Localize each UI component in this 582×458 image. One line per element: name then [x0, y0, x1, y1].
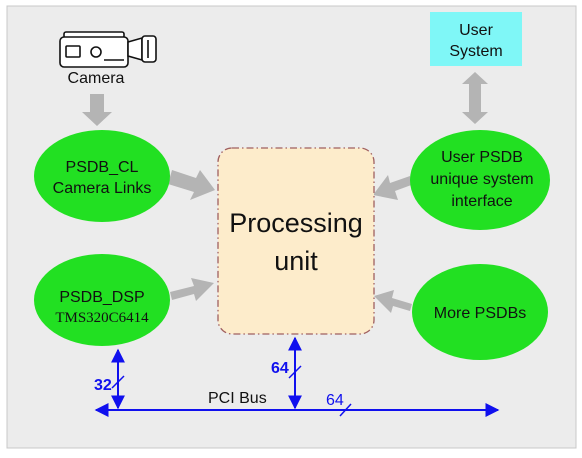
psdb-cl-label-line1: PSDB_CL: [66, 159, 139, 176]
processing-unit-label-line2: unit: [274, 246, 318, 276]
bus-width-slash-bus: [339, 403, 352, 417]
user-psdb-node: [410, 130, 550, 230]
video-camera-icon: [59, 31, 157, 68]
user-system-box: [430, 12, 522, 66]
arrow-user-psdb-to-processing: [373, 175, 414, 200]
data-flow-arrows: [82, 72, 488, 313]
bus-width-processing: 64: [271, 360, 289, 377]
pci-bus: [94, 336, 500, 417]
bus-width-dsp: 32: [94, 377, 112, 394]
psdb-dsp-label-line2: TMS320C6414: [55, 310, 149, 326]
user-psdb-label-line2: unique system: [430, 171, 533, 188]
user-psdb-label-line3: interface: [451, 193, 512, 210]
arrow-psdb-cl-to-processing: [168, 170, 215, 200]
processing-unit-label-line1: Processing: [229, 208, 363, 238]
pci-bus-label: PCI Bus: [208, 390, 267, 407]
processing-unit-box: [217, 147, 375, 335]
bus-width-slash-dsp: [111, 375, 125, 389]
more-psdbs-label: More PSDBs: [434, 305, 526, 322]
bus-width-bus: 64: [326, 392, 344, 409]
arrow-more-psdbs-to-processing: [374, 290, 412, 313]
bus-width-slash-processing: [288, 365, 302, 379]
user-system-label-line2: System: [449, 43, 502, 60]
psdb-cl-node: [34, 130, 170, 222]
user-psdb-label-line1: User PSDB: [441, 149, 523, 166]
camera-label: Camera: [68, 70, 125, 87]
more-psdbs-node: [412, 264, 548, 360]
psdb-cl-label-line2: Camera Links: [53, 180, 152, 197]
user-system-label-line1: User: [459, 22, 493, 39]
arrow-user-system-to-user-psdb: [462, 72, 488, 124]
psdb-dsp-label-line1: PSDB_DSP: [59, 289, 144, 306]
arrow-camera-to-psdb-cl: [82, 94, 112, 126]
psdb-dsp-node: [34, 254, 170, 346]
arrow-psdb-dsp-to-processing: [170, 278, 214, 301]
